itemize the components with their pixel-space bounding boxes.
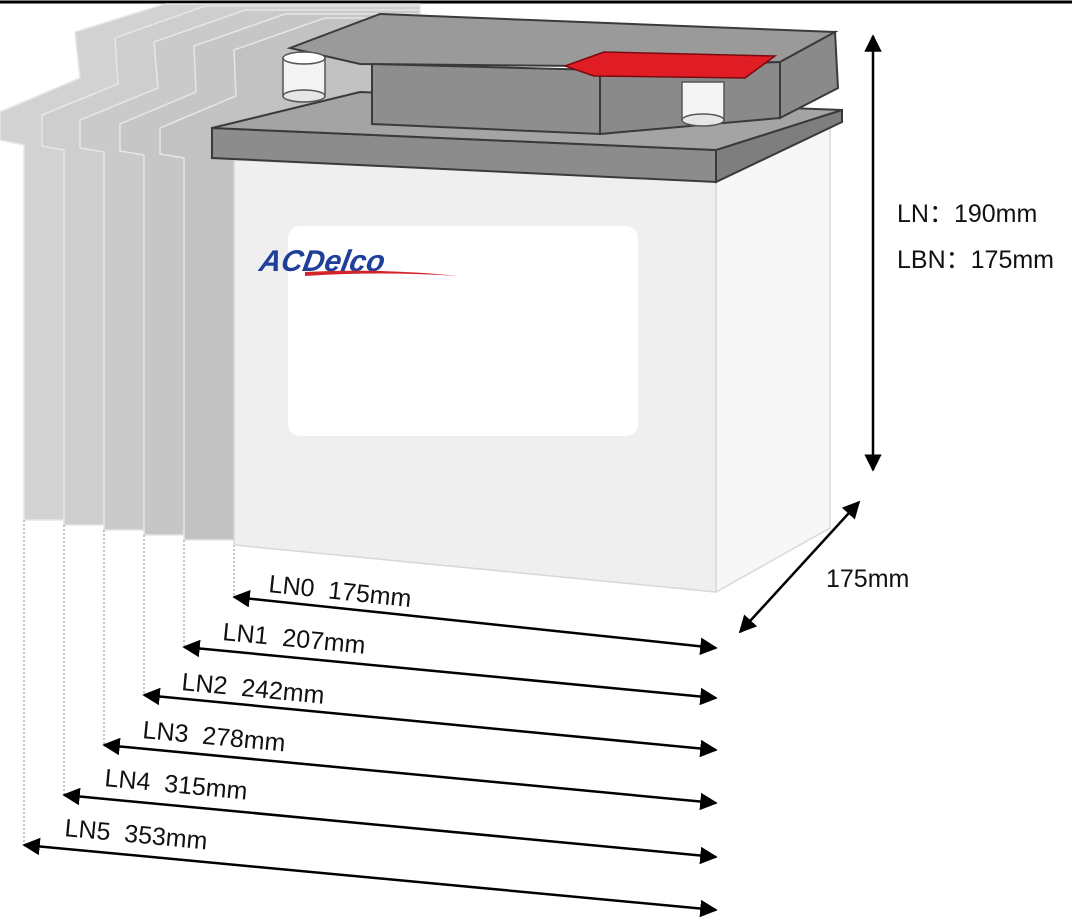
- product-label-panel: [288, 226, 638, 436]
- length-label-ln5: LN5 353mm: [63, 814, 208, 855]
- battery-side-face: [715, 116, 831, 594]
- lid-raised-center: [371, 62, 601, 136]
- length-name: LN2: [180, 668, 228, 700]
- length-name: LN4: [103, 764, 151, 796]
- height-label-lbn: LBN：175mm: [897, 246, 1054, 274]
- length-name: LN5: [63, 814, 111, 846]
- logo-underline: [305, 270, 458, 276]
- height-label-ln: LN：190mm: [897, 200, 1037, 228]
- depth-arrow: [738, 500, 861, 634]
- guide-lines: [23, 520, 235, 845]
- length-value: 315mm: [163, 770, 249, 806]
- length-name: LN1: [221, 618, 269, 650]
- depth-label: 175mm: [826, 565, 909, 593]
- length-value: 353mm: [123, 820, 209, 856]
- positive-terminal: [681, 81, 725, 127]
- length-label-ln4: LN4 315mm: [103, 764, 248, 805]
- length-name: LN0: [267, 570, 316, 603]
- terminal-cover: [562, 51, 778, 79]
- length-arrow-ln0: [232, 589, 718, 656]
- battery: ACDelco: [211, 12, 843, 594]
- length-value: 207mm: [281, 624, 367, 660]
- length-name: LN3: [141, 716, 189, 748]
- length-arrow-ln5: [22, 837, 718, 918]
- negative-terminal: [282, 51, 326, 103]
- length-value: 278mm: [201, 722, 287, 758]
